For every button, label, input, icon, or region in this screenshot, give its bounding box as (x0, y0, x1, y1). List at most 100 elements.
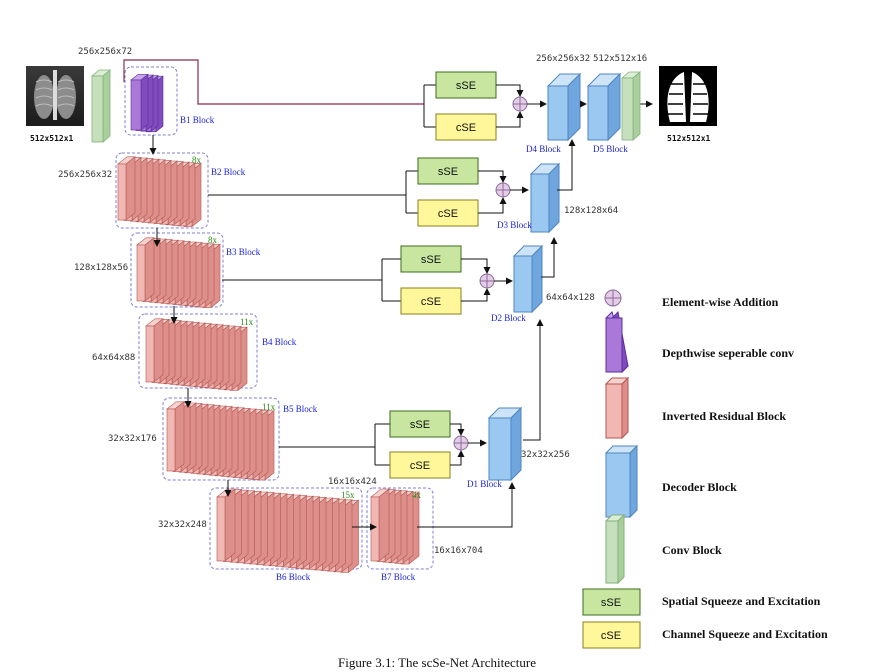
output-mask-image (659, 66, 717, 126)
b2-dim: 256x256x32 (58, 170, 112, 180)
decoder-block-d5 (586, 72, 622, 142)
b4-dim: 64x64x88 (92, 353, 135, 363)
b6-inverted-residual (216, 488, 360, 574)
cse-box (400, 287, 462, 315)
figure-caption: Figure 3.1: The scSe-Net Architecture (338, 655, 536, 670)
d1-dim: 32x32x256 (521, 450, 570, 460)
b6-slab (216, 488, 236, 562)
scse-group-2: sSE cSE (381, 245, 513, 315)
b4-inverted-residual (145, 318, 248, 392)
b5-dim: 32x32x176 (108, 434, 157, 444)
legend-cse: Channel Squeeze and Excitation (662, 627, 828, 641)
b7-dashed-frame (366, 487, 434, 570)
d5-dim: 512x512x16 (593, 54, 647, 64)
legend-residual-icon (604, 376, 630, 440)
b5-dashed-frame (162, 397, 280, 481)
b5-inverted-residual (166, 401, 275, 481)
b2-dashed-frame (115, 152, 209, 229)
cse-label: cSE (421, 296, 441, 308)
output-conv-block (620, 71, 642, 141)
d4-dim: 256x256x32 (536, 54, 590, 64)
legend-cse-text: cSE (601, 630, 621, 642)
b7-slab (370, 488, 390, 562)
d4-label: D4 Block (526, 144, 561, 154)
b7-label: B7 Block (381, 572, 416, 582)
legend-depthwise-icon (605, 310, 629, 374)
cse-label: cSE (456, 122, 476, 134)
legend-decoder: Decoder Block (662, 480, 737, 494)
b4-dashed-frame (138, 313, 258, 389)
b3-label: B3 Block (226, 247, 261, 257)
b1-label: B1 Block (180, 115, 215, 125)
b1-dashed-frame (124, 66, 178, 136)
b6-dim: 32x32x248 (158, 520, 207, 530)
legend-residual: Inverted Residual Block (662, 409, 786, 423)
addition-node (512, 96, 528, 112)
b6-mult: 15x (341, 490, 355, 500)
b2-label: B2 Block (211, 167, 246, 177)
b4-label: B4 Block (262, 337, 297, 347)
b7-mult: 4x (412, 490, 422, 500)
decoder-block-d3 (529, 162, 561, 234)
legend-cse-box (582, 621, 641, 649)
b2-mult: 8x (192, 155, 202, 165)
b3-inverted-residual (136, 237, 221, 309)
sse-box (389, 410, 451, 438)
cse-box (389, 451, 451, 479)
legend-conv: Conv Block (662, 543, 722, 557)
legend-addition: Element-wise Addition (662, 295, 779, 309)
b4-mult: 11x (240, 317, 254, 327)
decoder-block-d4 (546, 72, 582, 142)
addition-node (479, 273, 495, 289)
output-size-label: 512x512x1 (667, 134, 711, 143)
b5-slab (166, 401, 185, 472)
cse-box (435, 113, 497, 141)
b4-slab (145, 318, 164, 383)
d1-label: D1 Block (467, 479, 502, 489)
b2-slab (117, 156, 136, 221)
b5-mult: 11x (262, 402, 276, 412)
legend-sse: Spatial Squeeze and Excitation (662, 594, 821, 608)
d2-dim: 64x64x128 (546, 293, 595, 303)
legend-addition-icon (604, 289, 622, 307)
legend-sse-text: sSE (601, 597, 621, 609)
cse-label: cSE (438, 208, 458, 220)
legend-decoder-icon (604, 444, 639, 519)
d3-label: D3 Block (497, 220, 532, 230)
decoder-block-d2 (512, 244, 544, 314)
skip-lines (208, 194, 516, 528)
input-size-label: 512x512x1 (30, 134, 74, 143)
encoder-arrows (149, 135, 377, 531)
b1-skip-connection (123, 59, 424, 105)
b3-dim: 128x128x56 (74, 263, 128, 273)
sse-box (417, 157, 479, 185)
legend-conv-icon (604, 513, 626, 585)
legend: Element-wise Addition Depthwise seperabl… (582, 289, 828, 649)
sse-label: sSE (421, 254, 441, 266)
b1-depthwise-conv (130, 73, 164, 133)
input-xray-image (26, 66, 84, 126)
b1-slab (130, 73, 149, 131)
scse-group-4: sSE cSE (423, 71, 547, 141)
b3-mult: 8x (208, 235, 218, 245)
legend-depthwise: Depthwise seperable conv (662, 346, 794, 360)
b3-slab (136, 237, 155, 302)
decoder-arrows (523, 100, 653, 441)
sse-label: sSE (438, 166, 458, 178)
b1-dim-label: 256x256x72 (78, 47, 132, 57)
b5-label: B5 Block (283, 404, 318, 414)
cse-label: cSE (410, 460, 430, 472)
addition-node (453, 435, 469, 451)
b6-dashed-frame (209, 487, 363, 570)
d5-label: D5 Block (593, 144, 628, 154)
scse-group-3: sSE cSE (405, 157, 529, 227)
b7-dim: 16x16x704 (434, 546, 483, 556)
d2-label: D2 Block (491, 313, 526, 323)
sse-label: sSE (456, 80, 476, 92)
b2-inverted-residual (117, 156, 202, 228)
addition-node (495, 182, 511, 198)
b6-label: B6 Block (276, 572, 311, 582)
b3-dashed-frame (130, 232, 224, 308)
d3-dim: 128x128x64 (564, 206, 618, 216)
